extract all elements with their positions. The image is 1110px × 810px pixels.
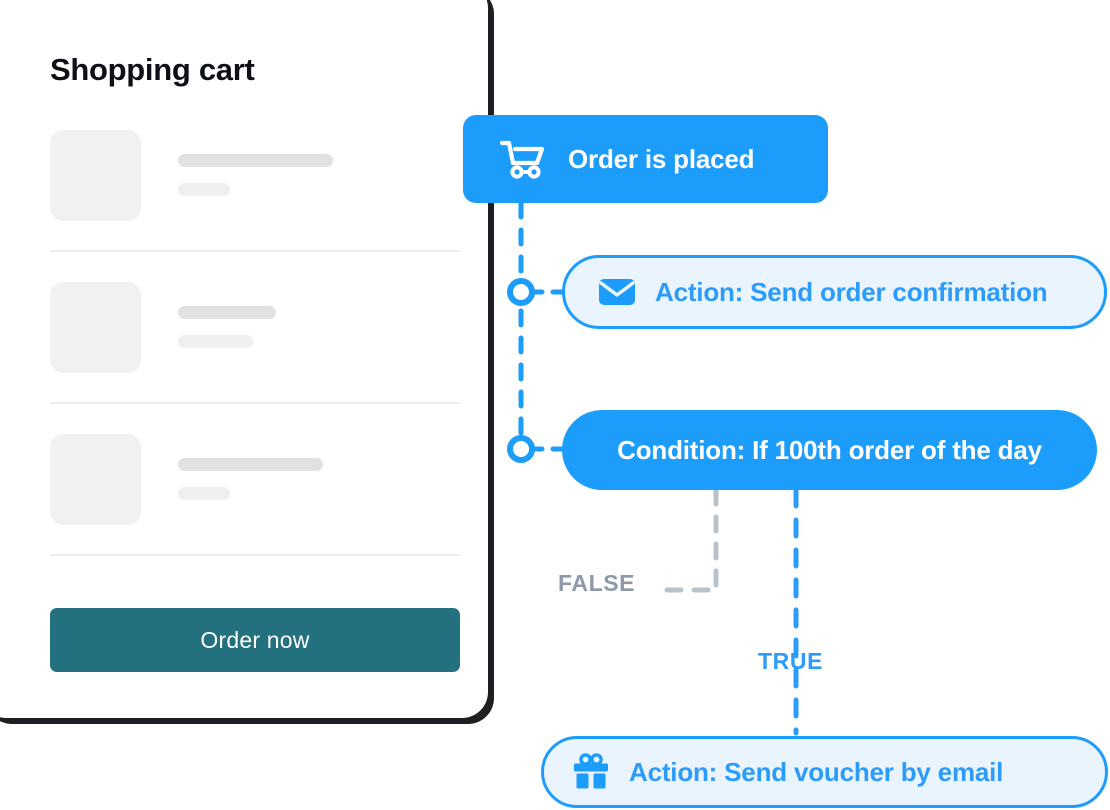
shopping-cart-icon [500, 139, 546, 179]
item-title-placeholder-bar [178, 458, 323, 471]
item-subtitle-placeholder-bar [178, 487, 230, 500]
branch-label-false: FALSE [558, 570, 636, 596]
item-title-placeholder-bar [178, 154, 333, 167]
gift-icon [572, 753, 610, 791]
item-thumbnail-placeholder [50, 433, 141, 525]
flow-node-label: Action: Send order confirmation [655, 276, 1048, 307]
item-text-placeholder [178, 458, 323, 500]
branch-label-true: TRUE [758, 648, 824, 674]
item-subtitle-placeholder-bar [178, 183, 230, 196]
flow-node-label: Action: Send voucher by email [629, 756, 1004, 787]
item-text-placeholder [178, 154, 333, 196]
list-item[interactable] [50, 404, 460, 556]
flow-node-send-voucher[interactable]: Action: Send voucher by email [541, 736, 1108, 808]
flow-node-condition[interactable]: Condition: If 100th order of the day [562, 410, 1097, 490]
junction-dot-condition [507, 435, 535, 463]
list-item[interactable] [50, 100, 460, 252]
page-title: Shopping cart [50, 52, 255, 87]
shopping-cart-card: Shopping cart [0, 0, 488, 718]
flow-node-send-order-confirmation[interactable]: Action: Send order confirmation [562, 255, 1107, 329]
junction-dot-action [507, 278, 535, 306]
flow-node-label: Order is placed [568, 143, 755, 174]
order-now-button[interactable]: Order now [50, 608, 460, 672]
connector-false-branch [657, 487, 719, 593]
item-thumbnail-placeholder [50, 129, 141, 221]
item-thumbnail-placeholder [50, 281, 141, 373]
envelope-icon [598, 277, 636, 307]
list-item[interactable] [50, 252, 460, 404]
item-subtitle-placeholder-bar [178, 335, 253, 348]
flow-node-label: Condition: If 100th order of the day [617, 434, 1042, 465]
item-text-placeholder [178, 306, 276, 348]
flow-node-order-placed[interactable]: Order is placed [463, 115, 828, 203]
cart-item-list [50, 100, 460, 556]
item-title-placeholder-bar [178, 306, 276, 319]
